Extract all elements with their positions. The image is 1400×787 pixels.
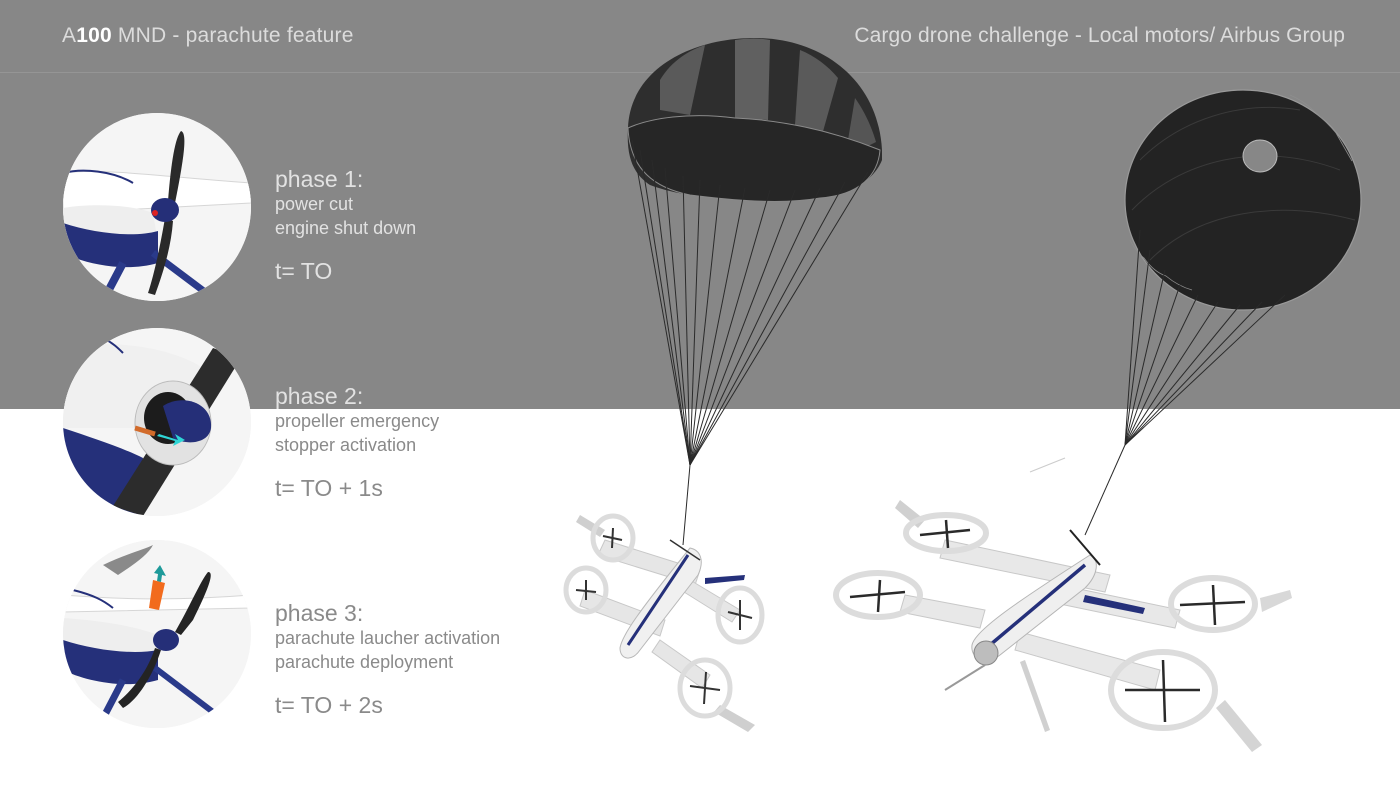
phase-3-image [63, 540, 251, 728]
phase-1-description: phase 1: power cut engine shut down t= T… [275, 166, 416, 284]
phase-3-title: phase 3: [275, 600, 364, 626]
phase-3-description: phase 3: parachute laucher activation pa… [275, 600, 500, 718]
phase-1-time: t= TO [275, 258, 333, 284]
phase-3-line-2: parachute deployment [275, 652, 454, 672]
phase-3-time: t= TO + 2s [275, 692, 383, 718]
phase-1-image [63, 113, 251, 301]
phase-2-line-1: propeller emergency [275, 411, 440, 431]
title-suffix: MND - parachute feature [111, 24, 354, 47]
phase-1-title: phase 1: [275, 166, 364, 192]
phase-2-title: phase 2: [275, 383, 364, 409]
title-prefix: A [62, 24, 77, 47]
page-title: A100 MND - parachute feature [62, 24, 354, 48]
phase-3-line-1: parachute laucher activation [275, 628, 501, 648]
phase-2-description: phase 2: propeller emergency stopper act… [275, 383, 439, 501]
page-subtitle: Cargo drone challenge - Local motors/ Ai… [854, 24, 1345, 47]
title-model-number: 100 [76, 24, 112, 47]
header-divider [0, 72, 1400, 73]
propeller-stopper-icon [63, 328, 251, 516]
phase-2-line-2: stopper activation [275, 435, 417, 455]
phase-2-image [63, 328, 251, 516]
phase-2-time: t= TO + 1s [275, 475, 383, 501]
phase-1-line-2: engine shut down [275, 218, 417, 238]
parachute-launcher-icon [63, 540, 251, 728]
propeller-power-cut-icon [63, 113, 251, 301]
phase-1-line-1: power cut [275, 194, 354, 214]
